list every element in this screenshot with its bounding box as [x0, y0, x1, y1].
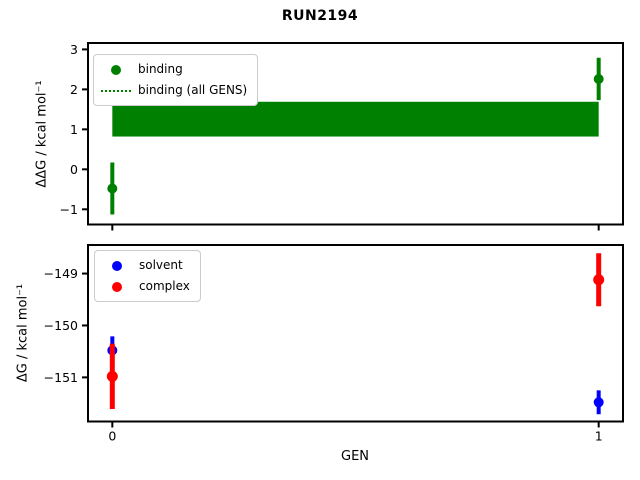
bottom-plot-y-tick-label: −149 — [44, 266, 78, 281]
bottom-plot-y-tick-label: −151 — [44, 370, 78, 385]
datapoint-binding-gen1 — [593, 73, 604, 84]
legend-item-solvent: solvent — [95, 255, 190, 276]
bottom-plot-legend: solvent complex — [94, 250, 201, 302]
legend-label: complex — [139, 279, 190, 293]
legend-item-binding-all-gens-: binding (all GENS) — [94, 80, 247, 101]
top-plot-uncertainty-band — [112, 101, 599, 137]
top-plot-y-tick-label: 0 — [70, 162, 78, 177]
bottom-plot-spines — [87, 244, 624, 423]
legend-swatch-cell — [95, 281, 139, 292]
datapoint-solvent-gen1 — [593, 397, 604, 408]
top-plot-y-tick-label: 2 — [70, 82, 78, 97]
legend-dotted-line-icon — [101, 89, 131, 92]
legend-swatch-cell — [94, 64, 138, 75]
legend-label: binding (all GENS) — [138, 83, 248, 97]
top-plot-y-tick-label: 1 — [70, 122, 78, 137]
legend-dot-marker-icon — [111, 64, 121, 75]
datapoint-complex-gen0 — [106, 370, 118, 382]
bottom-plot-x-tick-label: 0 — [108, 429, 116, 444]
datapoint-binding-gen0 — [107, 183, 118, 194]
legend-label: binding — [138, 62, 183, 76]
legend-dot-marker-icon — [112, 281, 122, 292]
legend-item-binding: binding — [94, 59, 247, 80]
x-axis-label: GEN — [340, 449, 370, 464]
datapoint-complex-gen1 — [593, 274, 605, 286]
legend-swatch-cell — [94, 89, 138, 92]
top-plot-y-tick-label: −1 — [60, 202, 78, 217]
top-plot-legend: binding binding (all GENS) — [93, 54, 259, 106]
legend-label: solvent — [139, 258, 183, 272]
legend-dot-marker-icon — [112, 260, 122, 271]
bottom-plot-x-tick-label: 1 — [595, 429, 603, 444]
legend-swatch-cell — [95, 260, 139, 271]
legend-item-complex: complex — [95, 276, 190, 297]
top-plot-y-tick-label: 3 — [70, 42, 78, 57]
top-plot-spines — [87, 42, 624, 226]
figure-title: RUN2194 — [281, 8, 359, 24]
bottom-plot-y-tick-label: −150 — [44, 318, 78, 333]
